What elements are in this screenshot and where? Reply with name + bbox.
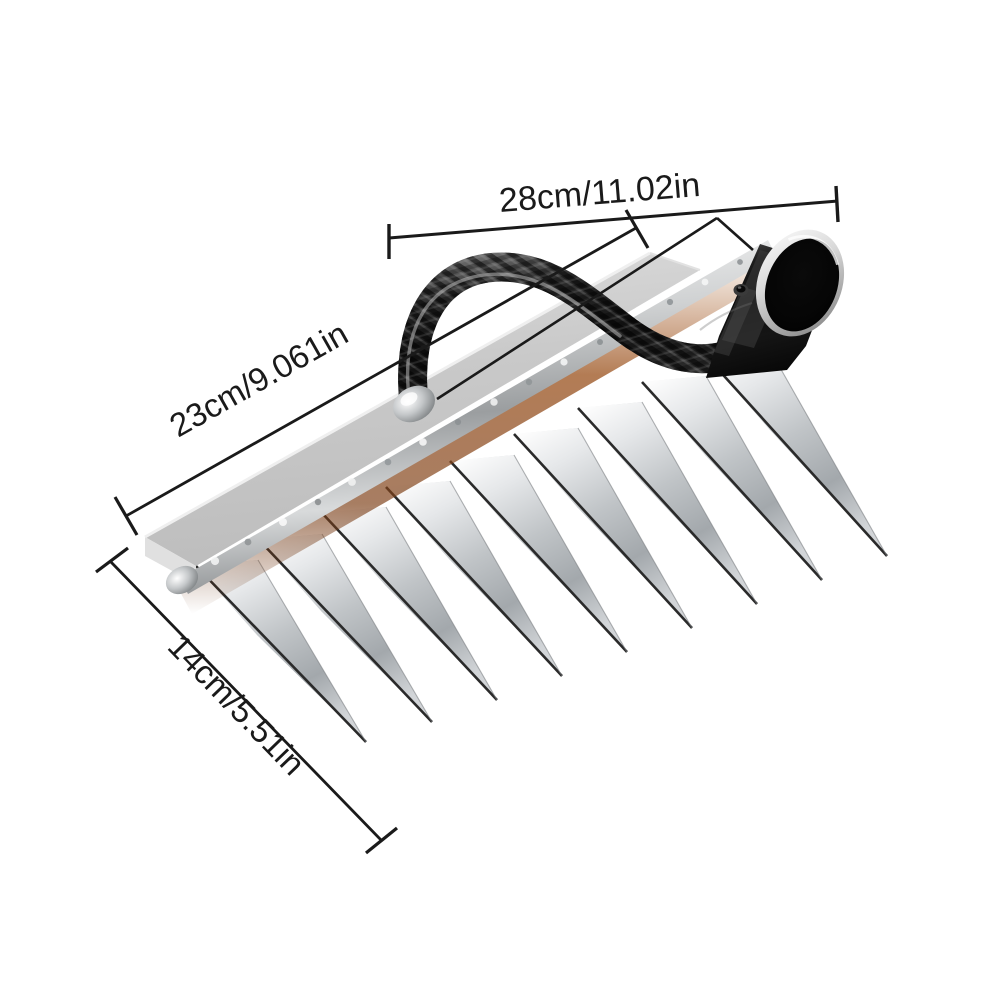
neck-weld-joint xyxy=(392,385,436,423)
tine xyxy=(577,401,758,605)
tine xyxy=(449,454,628,653)
tine xyxy=(385,480,563,677)
dimension-label-head-width: 23cm/9.061in xyxy=(163,314,354,444)
tine xyxy=(641,375,823,581)
screw-hole-icon xyxy=(733,284,749,296)
dimension-handle-length xyxy=(387,185,840,401)
dimension-label-handle-length: 28cm/11.02in xyxy=(498,166,702,220)
handle-socket xyxy=(699,229,845,378)
tine-group xyxy=(195,349,888,743)
dimension-tine-length xyxy=(95,546,399,855)
tine xyxy=(513,427,693,629)
dimension-head-width xyxy=(113,209,650,536)
